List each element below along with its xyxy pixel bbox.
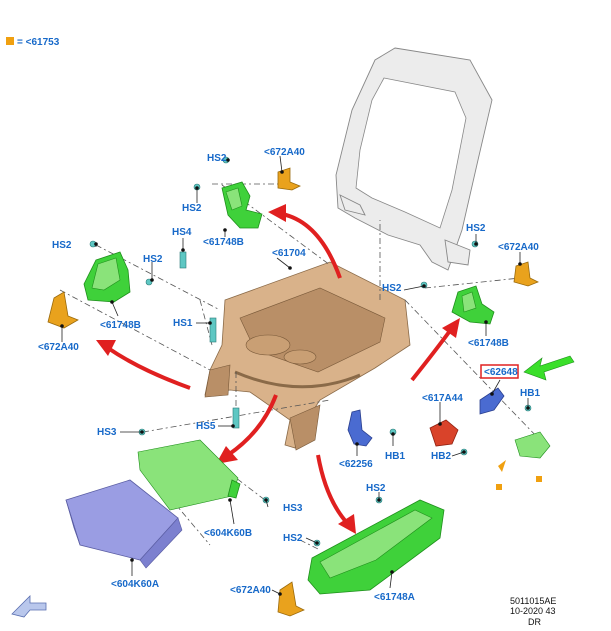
label-hs2-a[interactable]: HS2	[207, 153, 227, 164]
blue-bracket-62256	[347, 409, 373, 447]
callout-arrow	[523, 355, 575, 381]
label-61748b-a[interactable]: <61748B	[203, 237, 244, 248]
green-bracket-left	[83, 251, 131, 303]
label-hs2-f[interactable]: HS2	[382, 283, 402, 294]
legend-text: = <61753	[17, 37, 60, 48]
label-hs1[interactable]: HS1	[173, 318, 193, 329]
label-hb1[interactable]: HB1	[520, 388, 540, 399]
orange-bracket-bottom	[277, 581, 305, 617]
footer-line3: DR	[528, 617, 541, 627]
label-hb2[interactable]: HB2	[431, 451, 451, 462]
label-672a40-d[interactable]: <672A40	[230, 585, 271, 596]
part-labels: HS2 <672A40 HS2 <61748B HS2 HS4 HS2 <617…	[38, 147, 540, 603]
red-part-617a44	[429, 419, 459, 447]
label-hs2-g[interactable]: HS2	[366, 483, 386, 494]
label-61748b-c[interactable]: <61748B	[468, 338, 509, 349]
label-604k60a[interactable]: <604K60A	[111, 579, 159, 590]
assembly-arrows	[96, 204, 460, 534]
orange-clips	[496, 460, 542, 490]
label-hs2-d[interactable]: HS2	[143, 254, 163, 265]
blue-bracket-62648	[479, 387, 505, 415]
label-61748b-b[interactable]: <61748B	[100, 320, 141, 331]
legend-swatch	[6, 37, 14, 45]
label-hs3-a[interactable]: HS3	[97, 427, 117, 438]
green-side-shield	[307, 499, 445, 595]
seat-cushion-pad	[65, 479, 183, 569]
label-hb1-b[interactable]: HB1	[385, 451, 405, 462]
label-hs2-e[interactable]: HS2	[466, 223, 486, 234]
label-hs3-b[interactable]: HS3	[283, 503, 303, 514]
label-617a44[interactable]: <617A44	[422, 393, 463, 404]
green-small-trim	[514, 431, 551, 459]
label-hs2-h[interactable]: HS2	[283, 533, 303, 544]
green-bracket-upper	[221, 181, 263, 229]
seat-back-frame	[335, 47, 493, 271]
orientation-arrow	[11, 595, 47, 618]
label-62648[interactable]: <62648	[484, 367, 518, 378]
footer-line1: 5011015AE	[510, 596, 556, 606]
orange-bracket-top	[277, 167, 301, 191]
label-hs2-b[interactable]: HS2	[182, 203, 202, 214]
label-62256[interactable]: <62256	[339, 459, 373, 470]
orange-bracket-right	[513, 261, 539, 287]
orange-bracket-left	[47, 291, 79, 329]
footer-line2: 10-2020 43	[510, 606, 556, 616]
highlight-box-62648	[480, 364, 519, 379]
label-672a40-c[interactable]: <672A40	[498, 242, 539, 253]
label-604k60b[interactable]: <604K60B	[204, 528, 252, 539]
label-672a40-a[interactable]: <672A40	[264, 147, 305, 158]
label-61704[interactable]: <61704	[272, 248, 306, 259]
legend: = <61753	[6, 37, 60, 48]
label-672a40-b[interactable]: <672A40	[38, 342, 79, 353]
footer-code: 5011015AE 10-2020 43 DR	[510, 596, 556, 627]
label-61748a[interactable]: <61748A	[374, 592, 415, 603]
green-bracket-right	[451, 285, 495, 325]
seat-cushion-frame	[204, 261, 411, 451]
label-hs5[interactable]: HS5	[196, 421, 216, 432]
label-hs4[interactable]: HS4	[172, 227, 192, 238]
green-side-cover	[137, 439, 241, 511]
leader-lines	[60, 155, 530, 596]
label-hs2-c[interactable]: HS2	[52, 240, 72, 251]
